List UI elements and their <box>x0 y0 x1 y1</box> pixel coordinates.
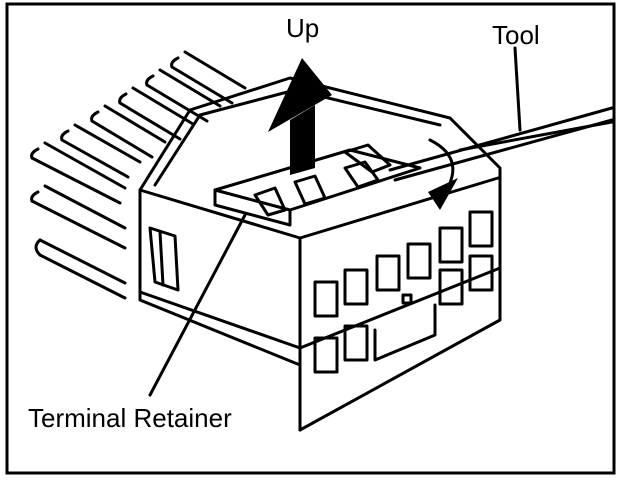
terminal-retainer-label: Terminal Retainer <box>28 403 232 433</box>
up-label: Up <box>286 13 319 43</box>
up-arrow-icon <box>268 58 332 175</box>
terminal-cavities <box>313 210 494 374</box>
wire-bundle <box>30 50 247 300</box>
terminal-retainer-leader-line <box>148 213 247 397</box>
tool-leader-line <box>513 46 522 132</box>
tool-icon <box>388 106 614 182</box>
tool-label: Tool <box>492 20 540 50</box>
rotation-arrow-head <box>428 178 458 210</box>
